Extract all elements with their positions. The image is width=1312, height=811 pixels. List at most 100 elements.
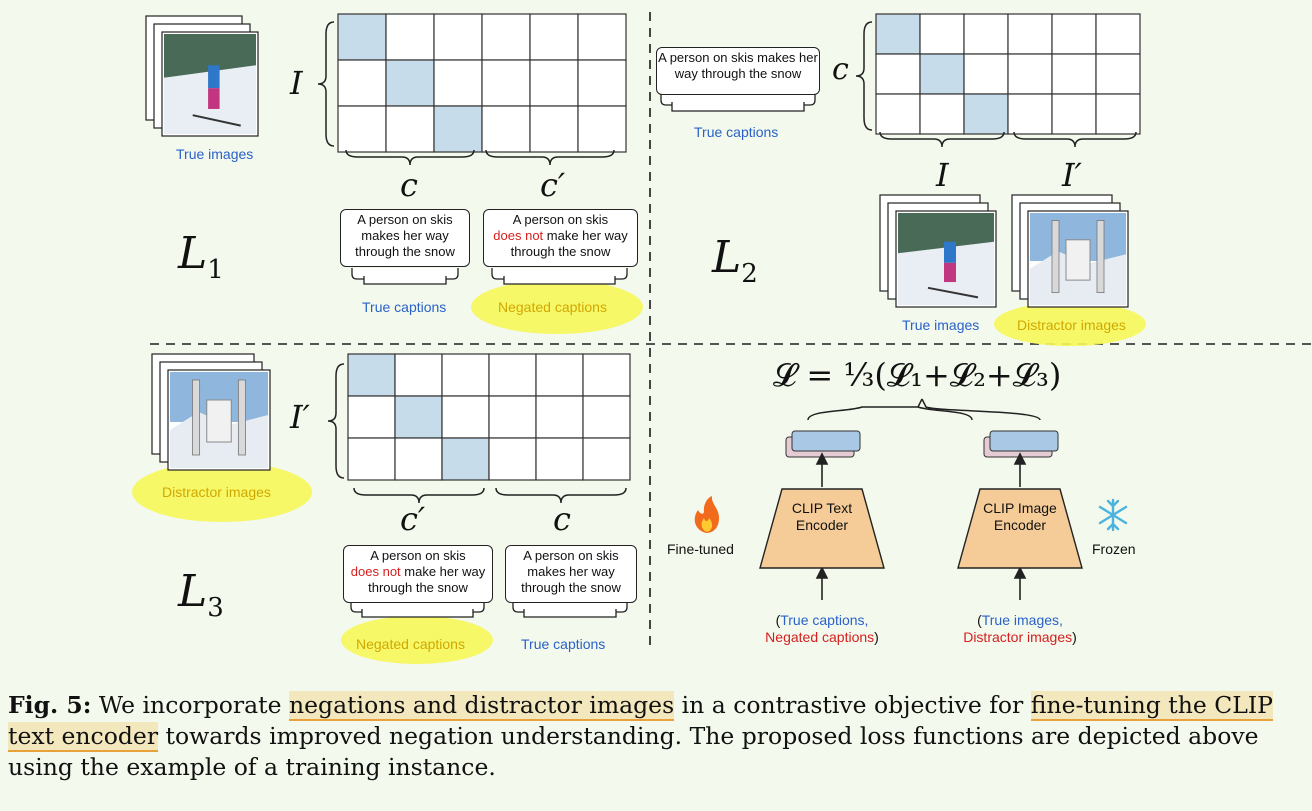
grid-cell [337,59,387,107]
clip-image-encoder-shape [957,488,1083,569]
grid-cell [919,13,965,55]
true-captions-label: True captions [362,299,447,315]
negated-captions-highlight-1 [471,280,643,334]
grid-cell [529,105,579,153]
grid-cell [875,93,921,135]
true-captions-label-2: True captions [694,124,779,140]
row-brace-3 [327,363,345,479]
figure-caption: Fig. 5: We incorporate negations and dis… [8,691,1273,781]
matched-pair-cell [394,395,443,439]
matched-pair-cell [385,59,435,107]
true-images-stack-1 [145,15,259,137]
grid-cell [535,395,584,439]
grid-cell [582,395,631,439]
distractor-images-highlight-3 [132,462,312,522]
grid-cell [488,395,537,439]
photo-skis [927,286,979,299]
col-brace-i-prime-2 [1013,131,1137,148]
matched-pair-cell [441,437,490,481]
grid-cell [577,59,627,107]
true-images-label-2: True images [902,317,980,333]
grid-cell [963,13,1009,55]
grid-cell [963,53,1009,95]
distractor-images-stack-3 [151,353,271,471]
col-brace-c-prime-1 [485,149,615,166]
image-encoder-inputs: (True images,Distractor images) [963,612,1077,645]
grid-cell [529,59,579,107]
caption-highlight-1: negations and distractor images [289,691,675,721]
grid-cell [1095,13,1141,55]
loss-l2: L2 [712,232,758,289]
matched-pair-cell [337,13,387,61]
grid-cell [1007,13,1053,55]
grid-cell [582,437,631,481]
grid-cell [433,13,483,61]
true-caption-card: A person on skis makes her way through t… [340,209,470,267]
snowflake-icon [1098,498,1128,532]
photo-skier-body [208,65,220,89]
true-images-label: True images [176,146,254,162]
photo-ski-right [1096,220,1105,294]
grid-cell [394,353,443,397]
grid-cell [577,105,627,153]
grid-cell [347,437,396,481]
row-symbol-i: I [290,64,303,102]
matched-pair-cell [347,353,396,397]
total-loss-formula: 𝓛 = ⅓(𝓛₁+𝓛₂+𝓛₃) [773,356,1062,394]
photo-person [1065,239,1091,281]
photo-ski-right [237,379,246,456]
grid-cell [347,395,396,439]
row-brace-1 [317,21,335,147]
photo-skier-legs [944,262,956,283]
grid-cell [481,105,531,153]
grid-cell [433,59,483,107]
matched-pair-cell [919,53,965,95]
text-encoder-inputs: (True captions,Negated captions) [765,612,879,645]
distractor-images-label-2: Distractor images [1017,317,1126,333]
fine-tuned-label: Fine-tuned [667,541,734,557]
col-brace-c-prime-3 [353,487,485,504]
output-brace-tip [917,398,923,408]
true-images-stack-2 [879,194,997,308]
col-symbol-c-prime: c′ [540,166,566,204]
similarity-grid-1 [337,13,627,153]
figure-diagram: L1 I c c′ True images A person on skis m… [132,12,1312,664]
photo-skis [192,114,241,127]
distractor-images-highlight-2 [994,302,1146,346]
grid-cell [1051,53,1097,95]
grid-cell [488,437,537,481]
col-symbol-c-prime-3: c′ [400,500,426,538]
similarity-grid-3 [347,353,631,481]
fire-icon [694,496,719,533]
similarity-grid-2 [875,13,1141,135]
frozen-label: Frozen [1092,541,1136,557]
clip-text-encoder: CLIP Text Encoder [791,500,853,533]
grid-cell [488,353,537,397]
row-symbol-c: c [832,52,849,87]
output-brace [807,406,973,421]
image-embedding [989,430,1059,452]
photo-person [206,399,232,443]
true-captions-label-3: True captions [521,636,606,652]
grid-cell [582,353,631,397]
distractor-images-stack-2 [1011,194,1129,308]
grid-cell [441,395,490,439]
grid-cell [577,13,627,61]
matched-pair-cell [963,93,1009,135]
col-symbol-c-3: c [553,500,571,538]
true-caption-card-3: A person on skis makes her way through t… [505,545,637,603]
col-symbol-i-prime: I′ [1062,156,1082,194]
col-symbol-c: c [400,166,418,204]
clip-image-encoder: CLIP Image Encoder [983,500,1057,533]
row-brace-2 [855,21,873,131]
matched-pair-cell [433,105,483,153]
figure-number: Fig. 5: [8,691,92,719]
figure-graphics [132,12,1312,664]
row-symbol-i-prime: I′ [290,398,310,436]
grid-cell [919,93,965,135]
col-symbol-i: I [936,156,949,194]
caption-stacks [350,93,816,618]
text-embedding [791,430,861,452]
